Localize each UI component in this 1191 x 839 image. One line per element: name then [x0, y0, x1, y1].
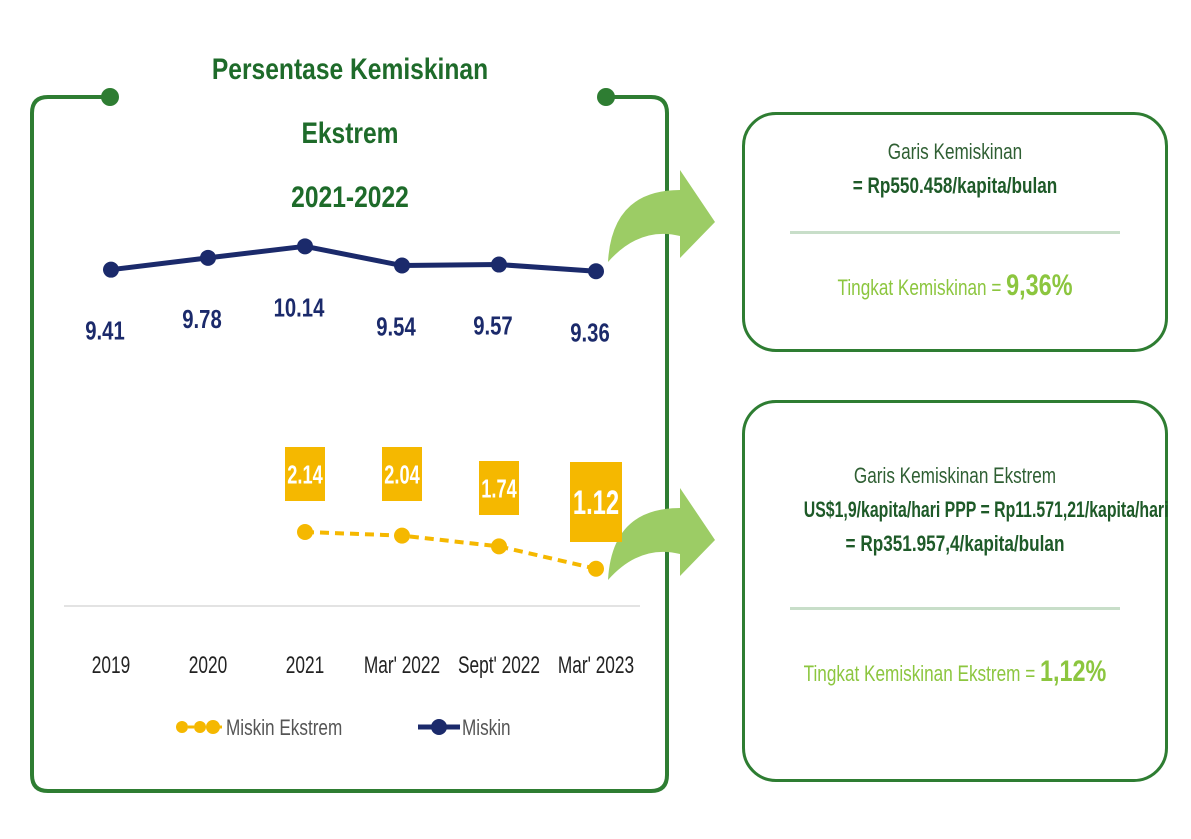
poverty-line-label: Garis Kemiskinan: [887, 139, 1023, 164]
data-label-miskin-ekstrem: 2.04: [384, 460, 420, 489]
point-miskin: [491, 256, 507, 273]
data-label-miskin: 9.78: [182, 304, 221, 333]
frame-border: [30, 95, 669, 793]
x-tick-label: 2021: [286, 652, 324, 678]
data-label-miskin: 10.14: [274, 293, 325, 322]
extreme-poverty-rate: Tingkat Kemiskinan Ekstrem = 1,12%: [791, 652, 1119, 694]
point-miskin-ekstrem: [394, 527, 410, 544]
series-line-miskin-ekstrem: [304, 530, 597, 571]
chart-title-line-1: Persentase Kemiskinan Ekstrem: [211, 53, 489, 150]
point-miskin: [200, 249, 216, 266]
chart-title-line-2: 2021-2022: [291, 181, 409, 214]
point-miskin-ekstrem: [297, 524, 313, 540]
point-miskin: [588, 263, 604, 280]
card-divider: [790, 231, 1120, 234]
data-label-miskin-ekstrem: 2.14: [287, 460, 323, 489]
poverty-line-card: Garis Kemiskinan = Rp550.458/kapita/bula…: [742, 112, 1168, 352]
legend-label-miskin: Miskin: [462, 716, 511, 741]
extreme-poverty-line-card: Garis Kemiskinan Ekstrem US$1,9/kapita/h…: [742, 400, 1168, 782]
series-line-miskin: [110, 243, 597, 274]
extreme-poverty-rate-value: 1,12%: [1039, 655, 1107, 688]
data-label-miskin: 9.57: [473, 311, 512, 340]
data-label-box-miskin-ekstrem: [570, 462, 622, 542]
point-miskin-ekstrem: [491, 538, 507, 555]
legend-label-miskin-ekstrem: Miskin Ekstrem: [226, 716, 342, 741]
data-label-miskin-ekstrem: 1.74: [481, 474, 517, 503]
extreme-poverty-line-label: Garis Kemiskinan Ekstrem: [853, 463, 1057, 488]
x-tick-label: Sept' 2022: [458, 652, 540, 678]
extreme-poverty-line-value: = Rp351.957,4/kapita/bulan: [845, 531, 1065, 556]
x-tick-label: Mar' 2022: [364, 652, 440, 678]
frame-right-dot: [597, 88, 615, 106]
extreme-poverty-rate-label: Tingkat Kemiskinan Ekstrem =: [803, 661, 1040, 686]
legend-marker-miskin-ekstrem: [206, 720, 220, 734]
point-miskin: [103, 261, 119, 278]
poverty-line-value: = Rp550.458/kapita/bulan: [852, 173, 1058, 198]
legend-marker-miskin: [431, 719, 447, 735]
data-label-miskin-ekstrem: 1.12: [573, 484, 619, 522]
data-label-box-miskin-ekstrem: [285, 447, 325, 501]
chart-title: Persentase Kemiskinan Ekstrem 2021-2022: [178, 38, 522, 230]
point-miskin: [297, 238, 313, 255]
poverty-rate-label: Tingkat Kemiskinan =: [837, 275, 1007, 300]
data-label-miskin: 9.36: [570, 318, 609, 347]
data-label-box-miskin-ekstrem: [382, 447, 422, 501]
data-label-box-miskin-ekstrem: [479, 461, 519, 515]
arrow-icon-top: [608, 170, 715, 262]
data-label-miskin: 9.54: [376, 312, 415, 341]
arrow-icon-bottom: [608, 488, 715, 580]
x-tick-label: Mar' 2023: [558, 652, 634, 678]
poverty-rate: Tingkat Kemiskinan = 9,36%: [791, 266, 1119, 308]
frame-left-dot: [101, 88, 119, 106]
legend-marker-miskin-ekstrem: [176, 721, 188, 733]
point-miskin: [394, 257, 410, 274]
x-tick-label: 2020: [189, 652, 227, 678]
data-label-miskin: 9.41: [85, 316, 124, 345]
extreme-poverty-line-ppp: US$1,9/kapita/hari PPP = Rp11.571,21/kap…: [803, 497, 1169, 522]
x-tick-label: 2019: [92, 652, 130, 678]
point-miskin-ekstrem: [588, 560, 604, 577]
card-divider: [790, 607, 1120, 610]
poverty-rate-value: 9,36%: [1006, 269, 1073, 302]
